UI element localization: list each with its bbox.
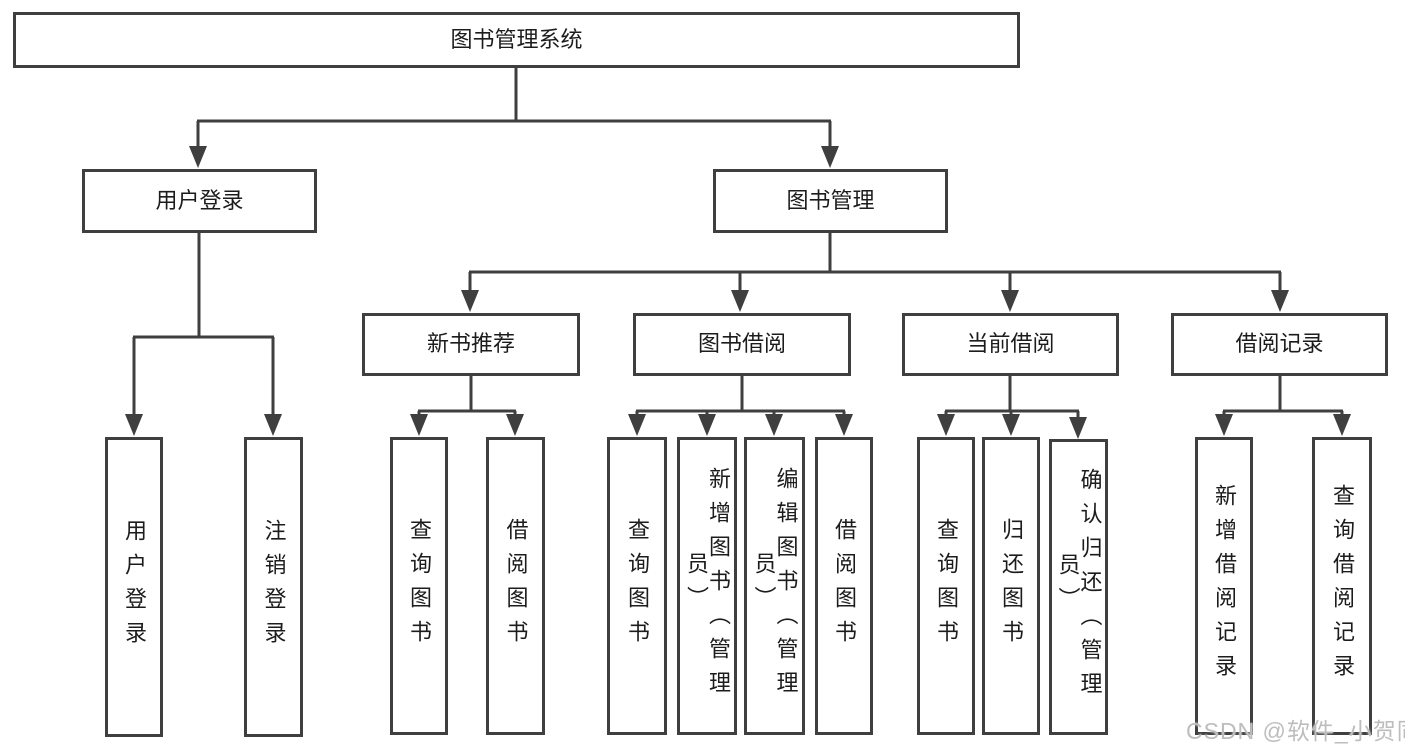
leaf-return-books: 归还图书 xyxy=(982,437,1040,735)
leaf-add-books-admin: 新增图书（管理员） xyxy=(677,437,737,735)
node-root: 图书管理系统 xyxy=(13,12,1020,68)
leaf-logout: 注销登录 xyxy=(244,437,303,737)
node-user-login: 用户登录 xyxy=(82,169,317,233)
node-borrowing-records: 借阅记录 xyxy=(1171,313,1388,376)
leaf-user-login: 用户登录 xyxy=(105,437,163,737)
node-current-borrowing: 当前借阅 xyxy=(902,313,1119,376)
node-book-management: 图书管理 xyxy=(713,169,948,233)
leaf-query-books-1: 查询图书 xyxy=(390,437,448,735)
leaf-borrow-books-1: 借阅图书 xyxy=(486,437,545,735)
node-book-borrowing: 图书借阅 xyxy=(633,313,851,376)
leaf-query-books-2: 查询图书 xyxy=(607,437,667,735)
leaf-confirm-return-admin: 确认归还（管理员） xyxy=(1049,439,1108,735)
leaf-edit-books-admin: 编辑图书（管理员） xyxy=(744,437,805,735)
node-new-book-recommend: 新书推荐 xyxy=(362,313,580,376)
leaf-borrow-books-2: 借阅图书 xyxy=(815,437,873,735)
leaf-add-borrow-record: 新增借阅记录 xyxy=(1195,437,1253,735)
leaf-query-borrow-record: 查询借阅记录 xyxy=(1312,437,1372,735)
leaf-query-books-3: 查询图书 xyxy=(917,437,975,735)
watermark: CSDN @软件_小贺同学 xyxy=(1186,718,1405,744)
